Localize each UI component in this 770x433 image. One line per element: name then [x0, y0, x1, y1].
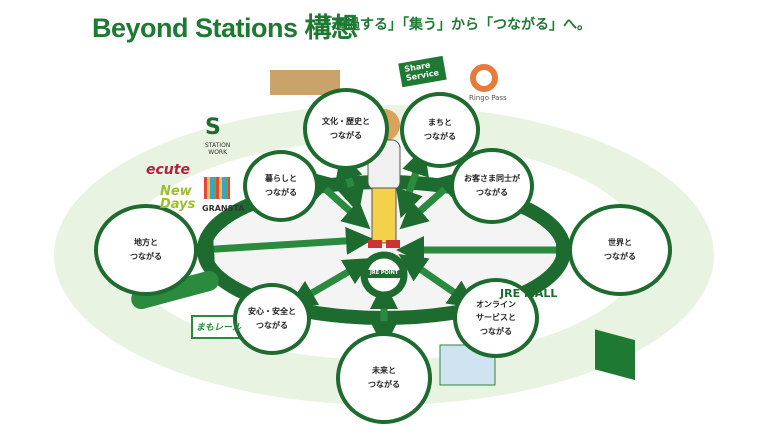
shinkansen-illustration	[131, 270, 219, 310]
page-title: Beyond Stations 構想	[92, 13, 358, 43]
arrows	[186, 146, 584, 349]
node-region: 地方と つながる	[94, 204, 198, 296]
node-label: まちと つながる	[424, 118, 456, 141]
mamorail-label: まもレール	[196, 323, 242, 333]
node-life: 暮らしと つながる	[243, 150, 319, 222]
node-label: 地方と つながる	[130, 238, 162, 261]
node-label: お客さま同士が つながる	[464, 174, 520, 197]
node-label: 安心・安全と つながる	[248, 307, 296, 330]
node-world: 世界と つながる	[568, 204, 672, 296]
node-online: オンライン サービスと つながる	[453, 278, 539, 358]
jre-mall-logo: JRE MALL	[500, 287, 558, 300]
newdays-logo: New Days	[160, 184, 196, 212]
jre-point-label: JRE POINT	[370, 270, 399, 276]
node-label: 未来と つながる	[368, 366, 400, 389]
page-subtitle: 「通過する」「集う」から「つながる」へ。	[318, 17, 591, 33]
node-safety: 安心・安全と つながる	[233, 283, 311, 355]
node-label: 暮らしと つながる	[265, 174, 297, 197]
gransta-logo: GRANSTA	[202, 204, 245, 213]
share-service-sign	[398, 55, 447, 88]
ecute-logo: ecute	[146, 162, 190, 178]
station-work-icon: S	[205, 115, 221, 140]
station-work-logo: STATION WORK	[205, 142, 231, 156]
node-customers: お客さま同士が つながる	[450, 148, 534, 224]
node-label: 世界と つながる	[604, 238, 636, 261]
node-culture: 文化・歴史と つながる	[303, 88, 389, 170]
node-label: 文化・歴史と つながる	[322, 117, 370, 140]
node-label: オンライン サービスと つながる	[476, 299, 516, 336]
node-future: 未来と つながる	[336, 332, 432, 424]
station-college-board	[595, 329, 635, 381]
ringo-pass-logo	[470, 64, 498, 92]
ringo-pass-label: Ringo Pass	[469, 94, 507, 102]
gransta-icon	[204, 177, 230, 199]
